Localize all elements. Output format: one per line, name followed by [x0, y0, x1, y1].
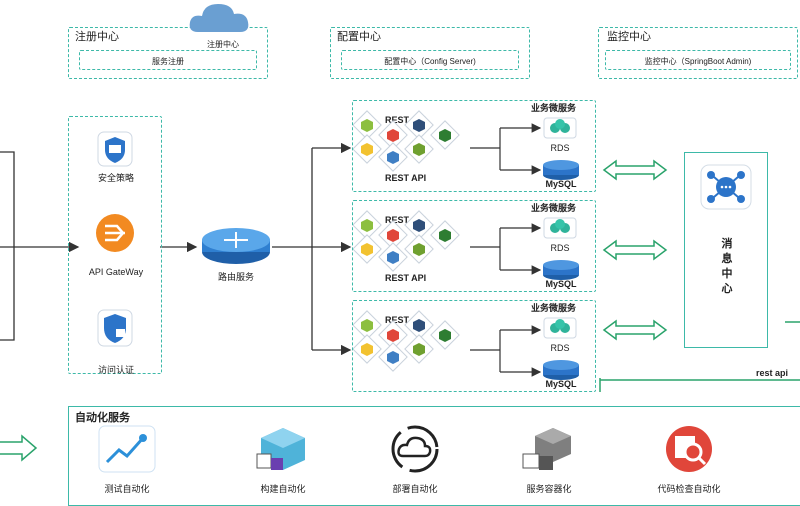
springboot-admin-label: 监控中心（SpringBoot Admin) — [644, 57, 752, 66]
trend-chart-icon — [98, 425, 156, 473]
rest-api-top-label: REST API — [385, 315, 427, 325]
cloud-deploy-icon — [391, 425, 439, 473]
microservice-cube — [430, 220, 460, 250]
automation-item: 测试自动化 — [82, 424, 172, 498]
microservice-cube — [404, 210, 434, 240]
microservice-cube — [404, 134, 434, 164]
microservice-cube — [430, 120, 460, 150]
api-gateway-icon — [96, 214, 134, 252]
automation-item-label: 代码检查自动化 — [657, 484, 721, 494]
microservice-cube — [378, 242, 408, 272]
automation-item: 部署自动化 — [370, 424, 460, 498]
automation-item-label: 部署自动化 — [392, 484, 438, 494]
registry-center-title: 注册中心 — [75, 31, 119, 43]
registry-cloud-label: 注册中心 — [207, 40, 239, 49]
microservice-cube — [353, 134, 382, 164]
automation-item-label: 构建自动化 — [260, 484, 306, 494]
security-shield-icon — [97, 131, 133, 167]
gateway-group: 安全策略 API GateWay 访问认证 — [68, 116, 162, 375]
cube-build-icon — [256, 428, 305, 470]
microservice-cube — [353, 110, 382, 140]
service-group: 业务微服务 REST API REST API RDS MySQL — [352, 100, 596, 192]
config-center-group: 配置中心 配置中心（Config Server) — [330, 27, 530, 79]
microservice-cube — [430, 320, 460, 350]
rest-api-top-label: REST API — [385, 215, 427, 225]
security-policy-label: 安全策略 — [97, 173, 134, 183]
microservice-cube — [404, 110, 434, 140]
message-center-char: 中 — [721, 268, 733, 280]
message-center-char: 消 — [721, 238, 733, 250]
rest-api-bottom-label: REST API — [385, 173, 427, 183]
api-gateway-label: API GateWay — [88, 267, 144, 277]
access-auth-label: 访问认证 — [97, 365, 134, 375]
router-icon — [202, 228, 270, 264]
microservice-cube — [378, 320, 408, 350]
service-group-title: 业务微服务 — [531, 103, 577, 113]
rest-api-label: rest api — [756, 368, 789, 378]
microservice-cubes-icon — [353, 110, 460, 172]
mysql-label: MySQL — [545, 179, 577, 189]
container-cubes-icon — [522, 428, 571, 470]
automation-title: 自动化服务 — [75, 412, 130, 424]
monitor-center-title: 监控中心 — [607, 31, 651, 43]
mysql-label: MySQL — [545, 279, 577, 289]
microservice-cube — [378, 120, 408, 150]
service-group: 业务微服务 REST API RDS MySQL — [352, 300, 596, 392]
rds-label: RDS — [550, 243, 570, 253]
service-group-title: 业务微服务 — [531, 303, 577, 313]
microservice-cube — [353, 334, 382, 364]
service-registration-label: 服务注册 — [152, 57, 184, 66]
auth-shield-icon — [97, 309, 133, 347]
router-service-label: 路由服务 — [217, 272, 254, 282]
microservice-cube — [353, 310, 382, 340]
config-server-label: 配置中心（Config Server) — [384, 57, 476, 66]
mysql-label: MySQL — [545, 379, 577, 389]
config-center-title: 配置中心 — [337, 31, 381, 43]
rds-label: RDS — [550, 343, 570, 353]
microservice-cubes-icon — [353, 210, 460, 272]
rds-icon — [543, 317, 577, 339]
service-group-title: 业务微服务 — [531, 203, 577, 213]
microservice-cube — [378, 220, 408, 250]
rds-icon — [543, 217, 577, 239]
message-hub-icon — [700, 164, 752, 210]
rds-icon — [543, 117, 577, 139]
code-inspect-icon — [666, 426, 712, 472]
automation-item: 构建自动化 — [238, 424, 328, 498]
microservice-cube — [378, 342, 408, 372]
service-group: 业务微服务 REST API REST API RDS MySQL — [352, 200, 596, 292]
automation-item: 服务容器化 — [504, 424, 594, 498]
message-center-label: 消 息 中 心 — [685, 237, 769, 297]
springboot-admin-box: 监控中心（SpringBoot Admin) — [605, 50, 791, 70]
message-center-box: 消 息 中 心 — [684, 152, 768, 348]
message-center-char: 心 — [721, 283, 733, 295]
config-server-box: 配置中心（Config Server) — [341, 50, 519, 70]
rest-api-bottom-label: REST API — [385, 273, 427, 283]
mysql-db-icon — [543, 260, 579, 280]
microservice-cube — [353, 210, 382, 240]
message-center-char: 息 — [721, 253, 733, 265]
microservice-cube — [404, 234, 434, 264]
mysql-db-icon — [543, 160, 579, 180]
microservice-cubes-icon — [353, 310, 460, 372]
monitor-center-group: 监控中心 监控中心（SpringBoot Admin) — [598, 27, 798, 79]
microservice-cube — [404, 334, 434, 364]
microservice-cube — [404, 310, 434, 340]
service-registration-box: 服务注册 — [79, 50, 257, 70]
automation-item: 代码检查自动化 — [644, 424, 734, 498]
automation-item-label: 测试自动化 — [104, 484, 150, 494]
cloud-icon — [189, 4, 249, 32]
registry-center-group: 注册中心 注册中心 服务注册 — [68, 27, 268, 79]
microservice-cube — [378, 142, 408, 172]
microservice-cube — [353, 234, 382, 264]
mysql-db-icon — [543, 360, 579, 380]
rest-api-top-label: REST API — [385, 115, 427, 125]
automation-item-label: 服务容器化 — [526, 484, 572, 494]
rds-label: RDS — [550, 143, 570, 153]
